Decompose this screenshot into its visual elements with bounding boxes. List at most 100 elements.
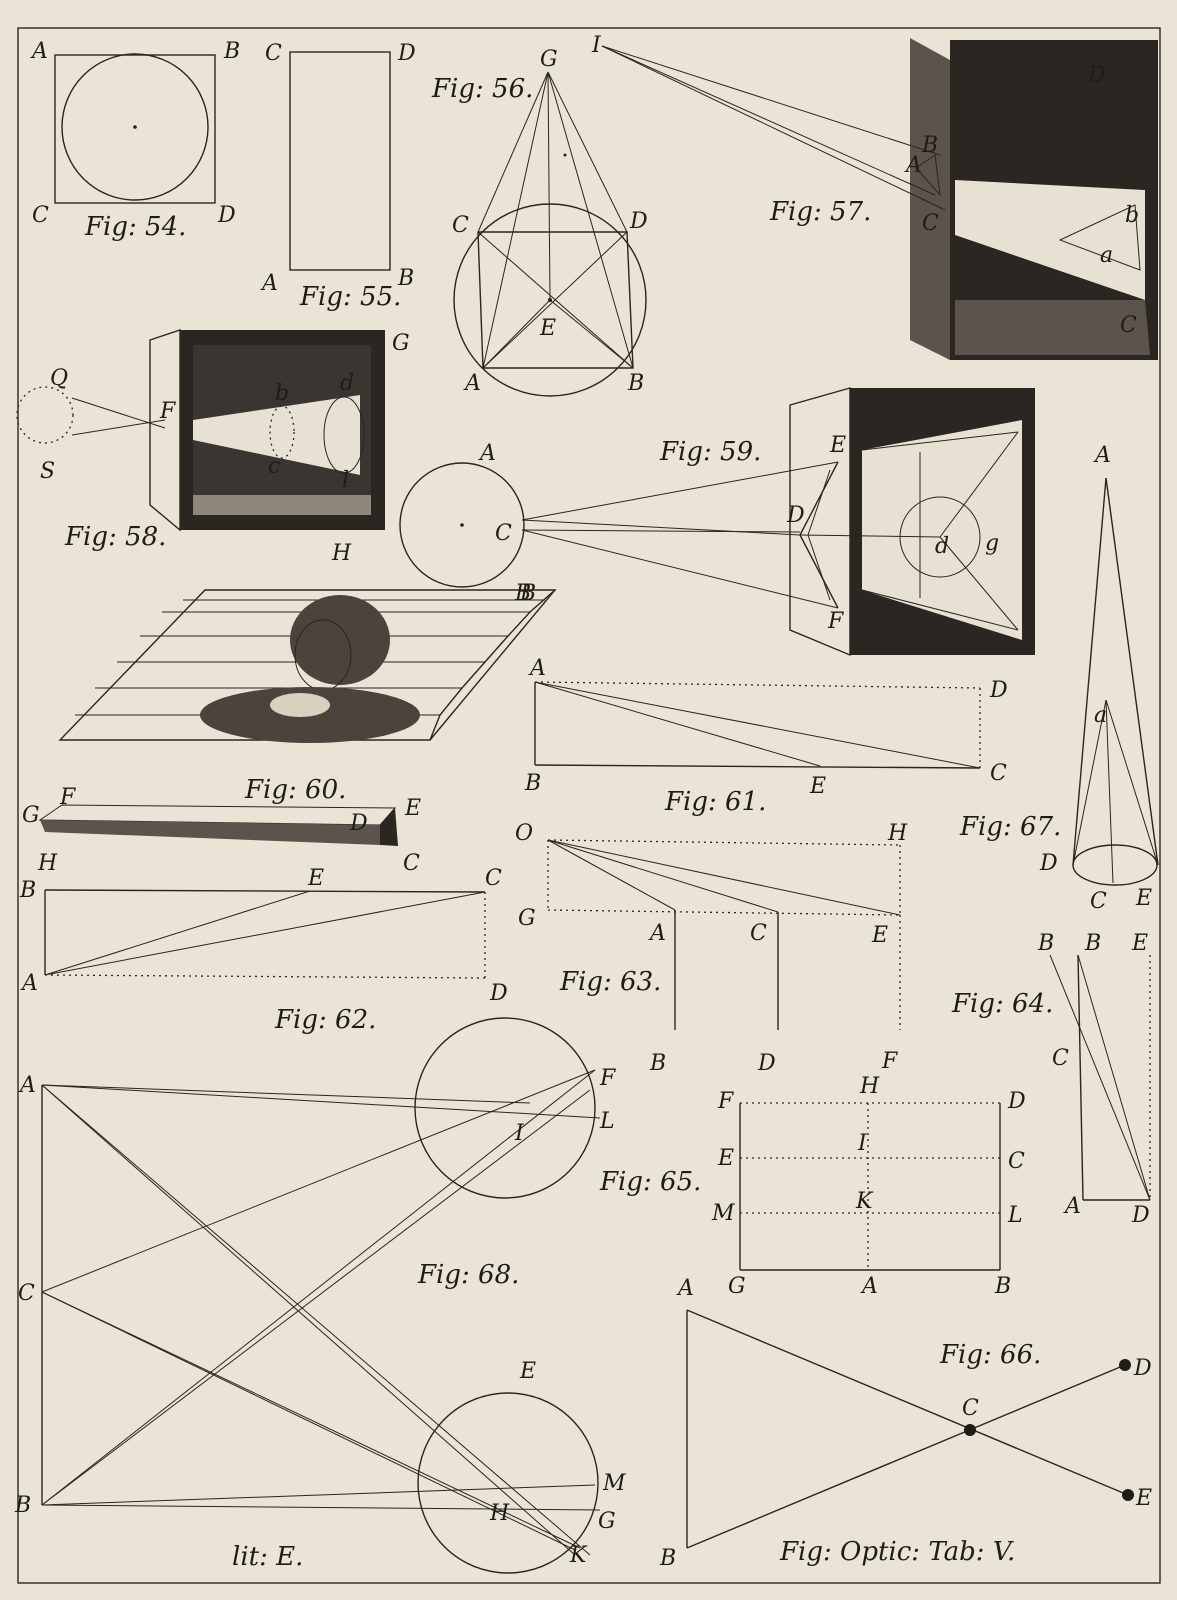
fig67-label-E: E	[1135, 886, 1152, 911]
fig-64: B B E C A D Fig: 64.	[951, 931, 1151, 1228]
fig58-label-H: H	[331, 541, 352, 566]
fig64-label-B2: B	[1084, 931, 1101, 956]
fig-57: I B A C D a b C Fig: 57.	[591, 33, 1158, 360]
fig55-label-A: A	[260, 271, 278, 296]
fig63-label-F: F	[881, 1049, 898, 1074]
fig63-label-B: B	[649, 1051, 666, 1076]
fig56-label-G: G	[540, 47, 558, 72]
fig56-label-B: B	[627, 371, 644, 396]
fig58-label-b: b	[275, 381, 289, 406]
fig68-label-M: M	[602, 1471, 626, 1496]
fig63-label-D: D	[757, 1051, 776, 1076]
fig55-caption: Fig: 55.	[299, 282, 401, 312]
portrait-image	[200, 595, 420, 743]
fig57-label-C2: C	[1120, 313, 1137, 338]
fig68-label-K: K	[569, 1543, 588, 1568]
fig68-label-A: A	[18, 1073, 36, 1098]
fig59-label-A: A	[478, 441, 496, 466]
fig60bar-label-E: E	[404, 796, 421, 821]
fig65-label-F: F	[717, 1089, 734, 1114]
fig67-label-C: C	[1090, 889, 1107, 914]
fig58-label-c: c	[268, 454, 280, 479]
fig68-label-F: F	[599, 1066, 616, 1091]
fig54-label-D: D	[217, 203, 236, 228]
fig58-label-F: F	[159, 399, 176, 424]
fig-65: F H D E I C M K L G A B Fig: 65.	[599, 1074, 1026, 1299]
fig54-caption: Fig: 54.	[84, 212, 186, 242]
fig62-label-E: E	[307, 866, 324, 891]
fig56-label-A: A	[463, 371, 481, 396]
fig60bar-label-H: H	[37, 851, 58, 876]
fig57-label-A: A	[904, 153, 922, 178]
fig58-label-G: G	[392, 331, 410, 356]
fig65-label-A: A	[860, 1274, 878, 1299]
fig-56: G C D E A B Fig: 56.	[431, 47, 648, 397]
fig65-caption: Fig: 65.	[599, 1167, 701, 1197]
fig63-label-H: H	[887, 821, 908, 846]
fig-59: A C B E D F d g Fig: 59.	[399, 387, 1035, 657]
fig67-label-D: D	[1039, 851, 1058, 876]
fig65-label-D: D	[1007, 1089, 1026, 1114]
fig-60-bar: F G H E D C	[22, 785, 421, 876]
fig59-label-D: D	[786, 503, 805, 528]
fig62-label-A: A	[20, 971, 38, 996]
fig57-label-B: B	[921, 133, 938, 158]
fig65-label-B: B	[994, 1274, 1011, 1299]
fig-68: A F L I C B E M H G K Fig: 68.	[14, 1017, 626, 1574]
plate-border	[17, 27, 1161, 1584]
fig58-caption: Fig: 58.	[64, 522, 166, 552]
fig68-label-B: B	[14, 1493, 31, 1518]
fig68-caption: Fig: 68.	[417, 1260, 519, 1290]
fig54-label-B: B	[223, 39, 240, 64]
fig65-label-L: L	[1007, 1203, 1023, 1228]
fig-55: C D A B Fig: 55.	[260, 41, 416, 312]
fig66-label-E: E	[1135, 1486, 1152, 1511]
fig59-label-E: E	[829, 433, 846, 458]
fig60bar-label-F: F	[59, 785, 76, 810]
fig62-label-C: C	[485, 866, 502, 891]
fig61-label-B: B	[524, 771, 541, 796]
fig62-label-B: B	[19, 878, 36, 903]
fig57-label-C: C	[922, 211, 939, 236]
fig60bar-label-G: G	[22, 803, 40, 828]
fig65-label-E: E	[717, 1146, 734, 1171]
fig62-label-D: D	[489, 981, 508, 1006]
fig65-label-I: I	[857, 1131, 868, 1156]
fig-60: B Fig: 60.	[58, 581, 557, 805]
fig59-caption: Fig: 59.	[659, 437, 761, 467]
fig60bar-label-C: C	[403, 851, 420, 876]
fig68-label-E: E	[519, 1359, 536, 1384]
fig56-label-C: C	[452, 213, 469, 238]
fig63-label-O: O	[515, 821, 533, 846]
fig58-label-d: d	[340, 371, 354, 396]
fig66-caption: Fig: 66.	[939, 1340, 1041, 1370]
fig57-label-I: I	[591, 33, 602, 58]
fig63-label-E: E	[871, 923, 888, 948]
fig-54: A B C D Fig: 54.	[30, 39, 240, 242]
fig64-label-E: E	[1131, 931, 1148, 956]
fig66-label-B: B	[659, 1546, 676, 1571]
fig63-label-C: C	[750, 921, 767, 946]
fig66-label-C: C	[962, 1396, 979, 1421]
fig68-label-G: G	[598, 1509, 616, 1534]
fig59-label-C: C	[495, 521, 512, 546]
fig64-label-A: A	[1063, 1194, 1081, 1219]
fig-62: B E C A D Fig: 62.	[19, 866, 508, 1035]
fig57-label-a: a	[1100, 243, 1113, 268]
fig56-caption: Fig: 56.	[431, 74, 533, 104]
fig68-label-C: C	[18, 1281, 35, 1306]
fig61-label-A: A	[528, 656, 546, 681]
fig55-label-C: C	[265, 41, 282, 66]
fig-61: A D B E C Fig: 61.	[524, 656, 1008, 817]
fig63-label-A: A	[648, 921, 666, 946]
fig66-label-D: D	[1133, 1356, 1152, 1381]
fig64-label-B1: B	[1037, 931, 1054, 956]
fig59-label-F: F	[827, 609, 844, 634]
fig59-label-d: d	[935, 534, 949, 559]
plate-title: Fig: Optic: Tab: V.	[779, 1537, 1015, 1567]
fig66-label-A: A	[676, 1276, 694, 1301]
fig56-label-D: D	[629, 209, 648, 234]
fig60-caption: Fig: 60.	[244, 775, 346, 805]
fig-66: A B C D E Fig: 66.	[659, 1276, 1152, 1571]
